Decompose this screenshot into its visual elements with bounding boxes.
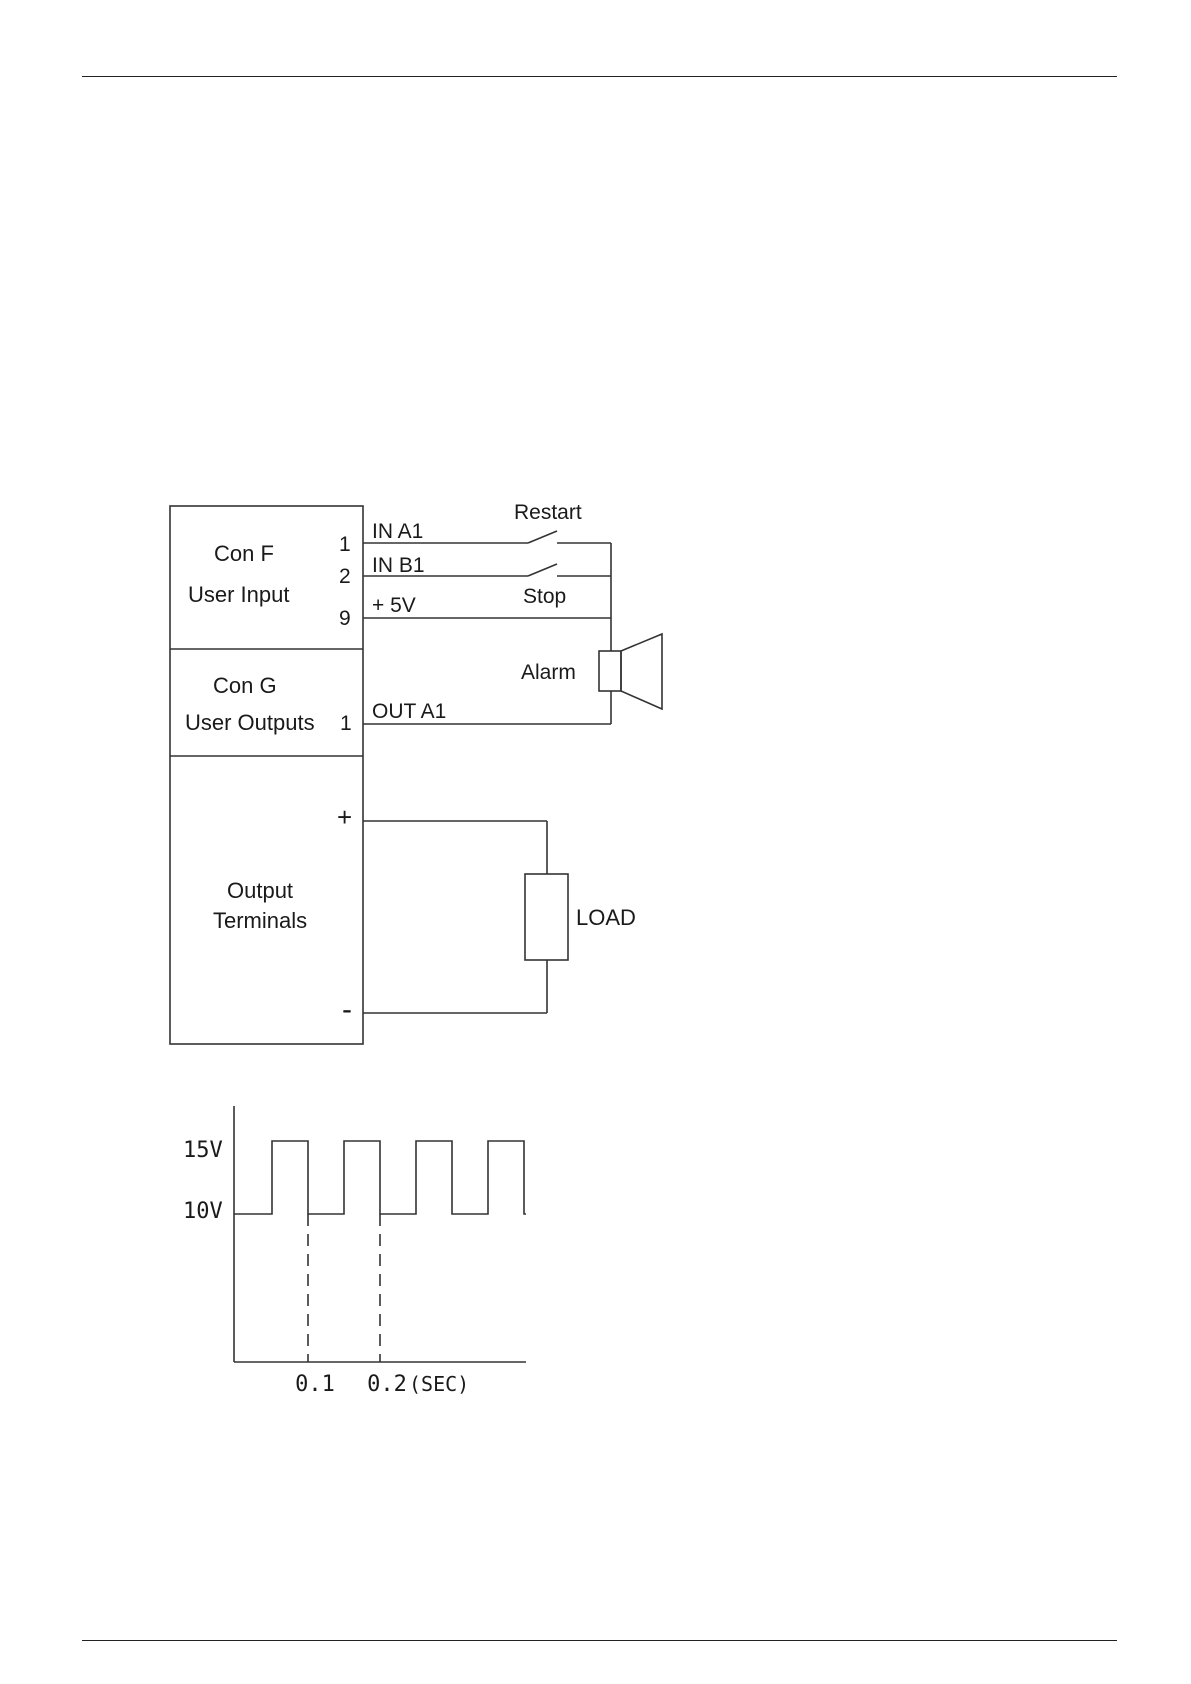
load-label: LOAD bbox=[576, 905, 636, 930]
output-line-2: Terminals bbox=[213, 908, 307, 933]
signal-plus-5v: + 5V bbox=[372, 594, 416, 617]
con-f-pin-9: 9 bbox=[339, 607, 351, 630]
x-label-0-1: 0.1 bbox=[295, 1372, 335, 1397]
signal-in-b1: IN B1 bbox=[372, 554, 425, 577]
y-label-10v: 10V bbox=[183, 1199, 223, 1224]
x-label-0-2: 0.2 bbox=[367, 1372, 407, 1397]
con-g-subtitle: User Outputs bbox=[185, 710, 315, 735]
con-f-pin-2: 2 bbox=[339, 565, 351, 588]
alarm-horn-icon bbox=[621, 634, 662, 709]
restart-label: Restart bbox=[514, 501, 582, 524]
x-unit-label: (SEC) bbox=[409, 1372, 469, 1396]
con-g-pin-1: 1 bbox=[340, 712, 352, 735]
y-label-15v: 15V bbox=[183, 1138, 223, 1163]
restart-switch-blade bbox=[528, 531, 557, 543]
con-g-title: Con G bbox=[213, 673, 277, 698]
alarm-label: Alarm bbox=[521, 661, 576, 684]
waveform-plot: 15V 10V 0.1 0.2 (SEC) bbox=[183, 1106, 526, 1397]
con-f-subtitle: User Input bbox=[188, 582, 290, 607]
load-resistor bbox=[525, 874, 568, 960]
con-f-title: Con F bbox=[214, 541, 274, 566]
stop-switch-blade bbox=[528, 564, 557, 576]
signal-out-a1: OUT A1 bbox=[372, 700, 446, 723]
stop-label: Stop bbox=[523, 585, 566, 608]
pulse-train bbox=[234, 1141, 526, 1214]
signal-in-a1: IN A1 bbox=[372, 520, 423, 543]
alarm-speaker-icon bbox=[599, 651, 621, 691]
terminal-minus: - bbox=[342, 993, 352, 1026]
output-line-1: Output bbox=[227, 878, 293, 903]
con-f-pin-1: 1 bbox=[339, 533, 351, 556]
terminal-plus: + bbox=[337, 802, 352, 832]
